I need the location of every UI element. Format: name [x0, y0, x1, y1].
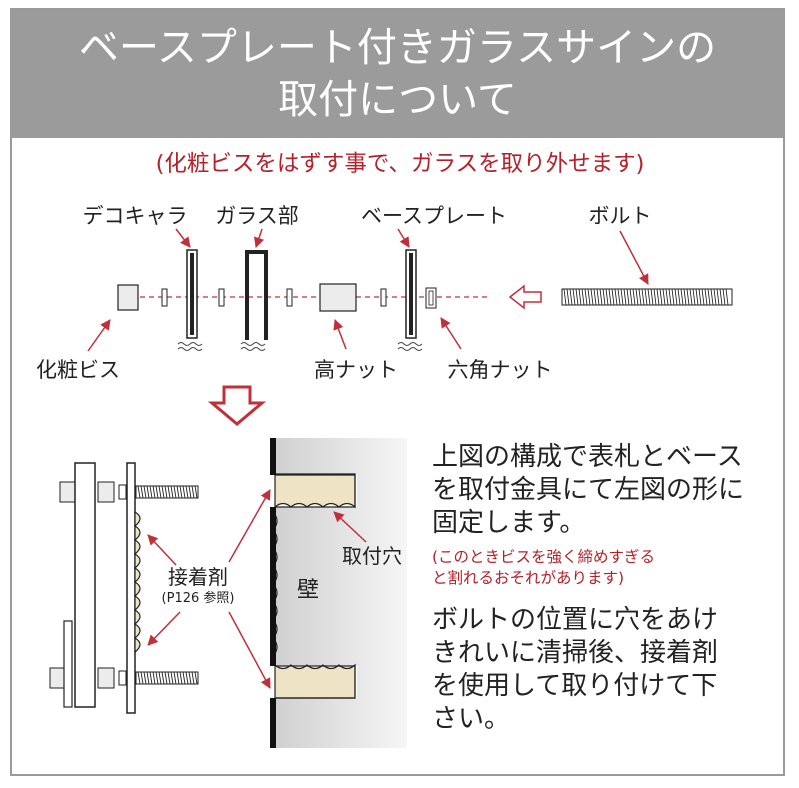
label-base-plate: ベースプレート [361, 204, 507, 228]
instruction-para-1-line-2: を取付金具にて左図の形に [432, 475, 745, 505]
instruction-para-1-line-3: 固定します。 [432, 508, 586, 538]
break-mark-2 [240, 342, 266, 351]
insert-direction-arrow [508, 284, 542, 310]
title-banner: ベースプレート付きガラスサインの 取付について [12, 10, 783, 138]
break-mark-1 [177, 342, 203, 351]
label-decorative-screw: 化粧ビス [36, 358, 120, 382]
pointer-mount-hole [333, 511, 367, 543]
instruction-para-1-line-1: 上図の構成で表札とベース [432, 442, 743, 472]
title-line-1: ベースプレート付きガラスサインの [78, 25, 717, 71]
washer-part-3 [286, 288, 293, 307]
washer-part-4 [380, 288, 387, 307]
label-bolt: ボルト [589, 204, 652, 228]
deco-cap-core [190, 253, 194, 335]
label-adhesive-ref: (P126 参照) [162, 590, 235, 606]
instruction-para-2-line-3: を使用して取り付けて下 [432, 671, 718, 701]
washer-part-2 [218, 288, 225, 307]
pointer-adhesive-1 [147, 534, 177, 566]
label-glass: ガラス部 [215, 204, 299, 228]
diagram-frame: ベースプレート付きガラスサインの 取付について [10, 8, 785, 776]
pointer-base-plate [397, 228, 410, 248]
caution-line-1: (このときビスを強く締めすぎる [432, 548, 656, 566]
bolt-part [561, 288, 733, 306]
decorative-screw-part [117, 284, 139, 311]
title-line-2: 取付について [278, 77, 517, 123]
pointer-tall-nut [333, 319, 347, 350]
pointer-deco-cap [175, 228, 191, 248]
pointer-hex-nut [440, 317, 462, 350]
hex-nut-part [425, 287, 437, 309]
pointer-adhesive-4 [228, 611, 271, 689]
label-hex-nut: 六角ナット [448, 358, 553, 382]
washer-part-1 [161, 288, 168, 307]
wall-section [270, 438, 407, 748]
instruction-para-2-line-1: ボルトの位置に穴をあけ [432, 605, 719, 635]
pointer-adhesive-3 [228, 489, 271, 563]
label-adhesive: 接着剤 [168, 565, 228, 589]
assembled-view [49, 462, 199, 714]
label-wall: 壁 [297, 578, 319, 603]
down-arrow-icon [207, 385, 267, 426]
glass-part [245, 250, 268, 340]
break-mark-3 [397, 342, 423, 351]
pointer-decorative-screw [87, 319, 111, 352]
pointer-bolt [619, 230, 649, 285]
tall-nut-part [319, 283, 357, 312]
label-mount-hole: 取付穴 [342, 544, 402, 568]
label-deco-cap: デコキャラ [83, 204, 188, 228]
subtitle: (化粧ビスをはずす事で、ガラスを取り外せます) [156, 151, 645, 177]
base-plate-core [409, 253, 413, 335]
caution-line-2: と割れるおそれがあります) [432, 569, 625, 587]
hex-nut-inner [428, 290, 434, 306]
pointer-adhesive-2 [147, 611, 181, 646]
bolt-threads-assembled [137, 485, 198, 685]
pointer-glass [254, 228, 264, 248]
instruction-para-2-line-4: さい。 [432, 704, 511, 734]
instruction-para-2-line-2: きれいに清掃後、接着剤 [432, 638, 719, 668]
label-tall-nut: 高ナット [314, 358, 398, 382]
